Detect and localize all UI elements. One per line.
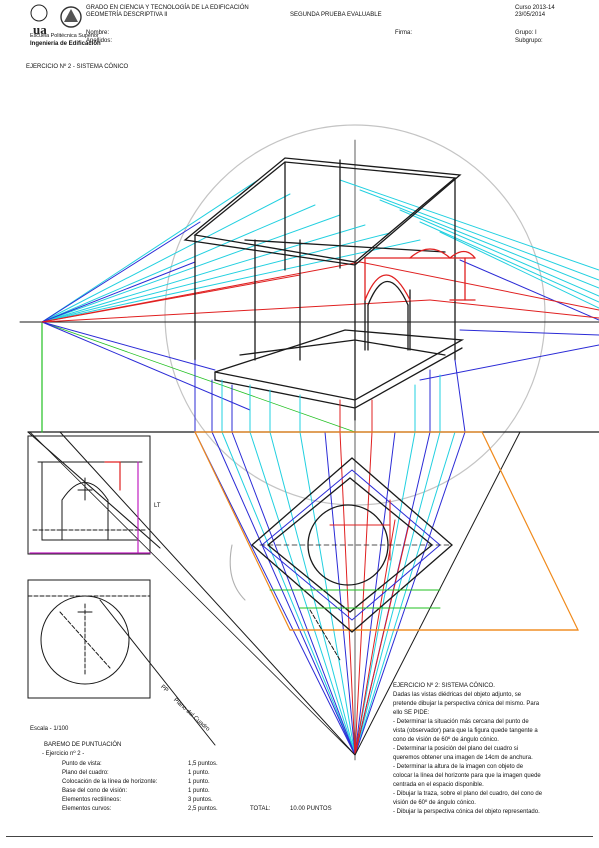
cyan-rays-right: [339, 179, 599, 309]
logo-caption: Escuela Politécnica Superior: [30, 33, 99, 39]
scoring-subtitle: - Ejercicio nº 2 -: [42, 751, 85, 757]
statement-line: colocar la línea del horizonte para que …: [393, 773, 541, 779]
student-surname-label: Apellidos:: [86, 38, 113, 44]
statement-line: ello SE PIDE:: [393, 710, 430, 716]
statement-line: - Determinar la altura de la imagen con …: [393, 764, 524, 770]
scoring-points: 1 punto.: [188, 779, 210, 785]
blue-rays-right: [419, 259, 599, 381]
signature-label: Firma:: [395, 30, 412, 36]
cyan-rays-left: [41, 179, 421, 323]
school-logo-emblem: [60, 6, 82, 33]
svg-text:ua: ua: [33, 22, 47, 36]
statement-line: EJERCICIO Nº 2: SISTEMA CÓNICO.: [393, 683, 495, 689]
school-name: GRADO EN CIENCIA Y TECNOLOGÍA DE LA EDIF…: [86, 5, 249, 11]
scale-label: Escala - 1/100: [30, 726, 69, 732]
scoring-points: 3 puntos.: [188, 797, 213, 803]
elevation-view: [27, 435, 151, 555]
scoring-item: Plano del cuadro:: [62, 770, 109, 776]
statement-line: centrada en el espacio disponible.: [393, 782, 484, 788]
group-label: Grupo: I: [515, 30, 537, 36]
scoring-points: 1 punto.: [188, 788, 210, 794]
scoring-title: BAREMO DE PUNTUACIÓN: [44, 742, 122, 748]
student-name-label: Nombre:: [86, 30, 110, 36]
scoring-total-value: 10.00 PUNTOS: [290, 806, 332, 812]
scoring-item: Base del cono de visión:: [62, 788, 128, 794]
university-logo: ua: [30, 4, 66, 37]
projection-lines-cyan-verticals: [221, 374, 441, 433]
scoring-total-label: TOTAL:: [250, 806, 271, 812]
projection-lines-red: [339, 399, 411, 756]
orange-cone-plan: [194, 431, 579, 631]
statement-line: - Dibujar la traza, sobre el plano del c…: [393, 791, 543, 797]
statement-line: - Dibujar la perspectiva cónica del obje…: [393, 809, 540, 815]
perspective-object: [183, 157, 465, 421]
statement-line: visión de 60º de ángulo cónico.: [393, 800, 476, 806]
exam-date: 23/05/2014: [515, 12, 546, 18]
course-label: Curso 2013-14: [515, 5, 555, 11]
logo-title: Ingeniería de Edificación: [30, 41, 101, 47]
projection-lines-blue: [194, 359, 466, 756]
statement-line: - Determinar la situación más cercana de…: [393, 719, 529, 725]
scoring-item: Punto de vista:: [62, 761, 102, 767]
red-arches: [364, 248, 476, 301]
scoring-item: Elementos rectilíneos:: [62, 797, 122, 803]
plan-view: [27, 579, 151, 699]
statement-line: queremos obtener una imagen de 14cm de a…: [393, 755, 533, 761]
scoring-item: Colocación de la línea de horizonte:: [62, 779, 158, 785]
scoring-points: 1 punto.: [188, 770, 210, 776]
statement-line: vista (observador) para que la figura qu…: [393, 728, 538, 734]
red-rays-right: [359, 261, 599, 319]
blue-rays-left: [41, 221, 251, 411]
scoring-item: Elementos curvos:: [62, 806, 112, 812]
statement-line: pretende dibujar la perspectiva cónica d…: [393, 701, 540, 707]
lt-label: LT: [154, 503, 161, 509]
scoring-points: 1,5 puntos.: [188, 761, 218, 767]
subgroup-label: Subgrupo:: [515, 38, 543, 44]
statement-line: Dadas las vistas diédricas del objeto ad…: [393, 692, 522, 698]
scoring-points: 2,5 puntos.: [188, 806, 218, 812]
exam-title: SEGUNDA PRUEBA EVALUABLE: [290, 12, 382, 18]
statement-line: cono de visión de 60º de ángulo cónico.: [393, 737, 499, 743]
statement-line: - Determinar la posición del plano del c…: [393, 746, 519, 752]
footer-rule: [6, 836, 593, 837]
exercise-title: EJERCICIO Nº 2 - SISTEMA CÓNICO: [26, 64, 129, 70]
subject-name: GEOMETRÍA DESCRIPTIVA II: [86, 12, 168, 18]
